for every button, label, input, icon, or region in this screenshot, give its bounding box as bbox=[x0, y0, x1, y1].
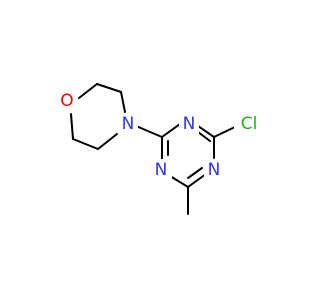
oxygen-label: O bbox=[60, 91, 73, 111]
chlorine-label-bg bbox=[234, 113, 264, 135]
ring-nitrogen-1-label: N bbox=[183, 114, 196, 134]
bond-layer bbox=[70, 83, 236, 215]
bond-c4-o bbox=[70, 113, 74, 140]
bond-c3-c4 bbox=[72, 138, 99, 150]
ring-nitrogen-1-label-bg bbox=[179, 113, 199, 135]
molecule-structure: O N N N N Cl bbox=[58, 83, 264, 215]
atom-label-layer: O N N N N Cl bbox=[58, 89, 264, 181]
oxygen-label-bg bbox=[58, 89, 78, 111]
bond-o-c1 bbox=[78, 83, 98, 99]
ring-nitrogen-3-label: N bbox=[208, 160, 221, 180]
bond-c-cl bbox=[213, 126, 236, 138]
bond-n-right-c bbox=[187, 173, 207, 188]
bond-n-c3 bbox=[97, 133, 118, 150]
bond-n-top-c-inner bbox=[197, 131, 211, 142]
bond-n-top-c bbox=[197, 125, 215, 138]
bond-c1-c2 bbox=[96, 83, 122, 93]
morpholine-nitrogen-label-bg bbox=[118, 113, 138, 135]
molecule-canvas: O N N N N Cl bbox=[58, 83, 264, 215]
bond-n-c-triazine bbox=[135, 125, 163, 138]
morpholine-nitrogen-label: N bbox=[122, 114, 135, 134]
bond-c2-n bbox=[120, 91, 126, 113]
chlorine-label: Cl bbox=[241, 114, 258, 134]
ring-nitrogen-3-label-bg bbox=[204, 159, 224, 181]
ring-nitrogen-2-label-bg bbox=[152, 159, 172, 181]
bond-c-n-left bbox=[169, 175, 189, 188]
bond-n-right-c-inner bbox=[187, 167, 203, 179]
bond-c-n-top bbox=[161, 123, 181, 138]
ring-nitrogen-2-label: N bbox=[155, 160, 168, 180]
